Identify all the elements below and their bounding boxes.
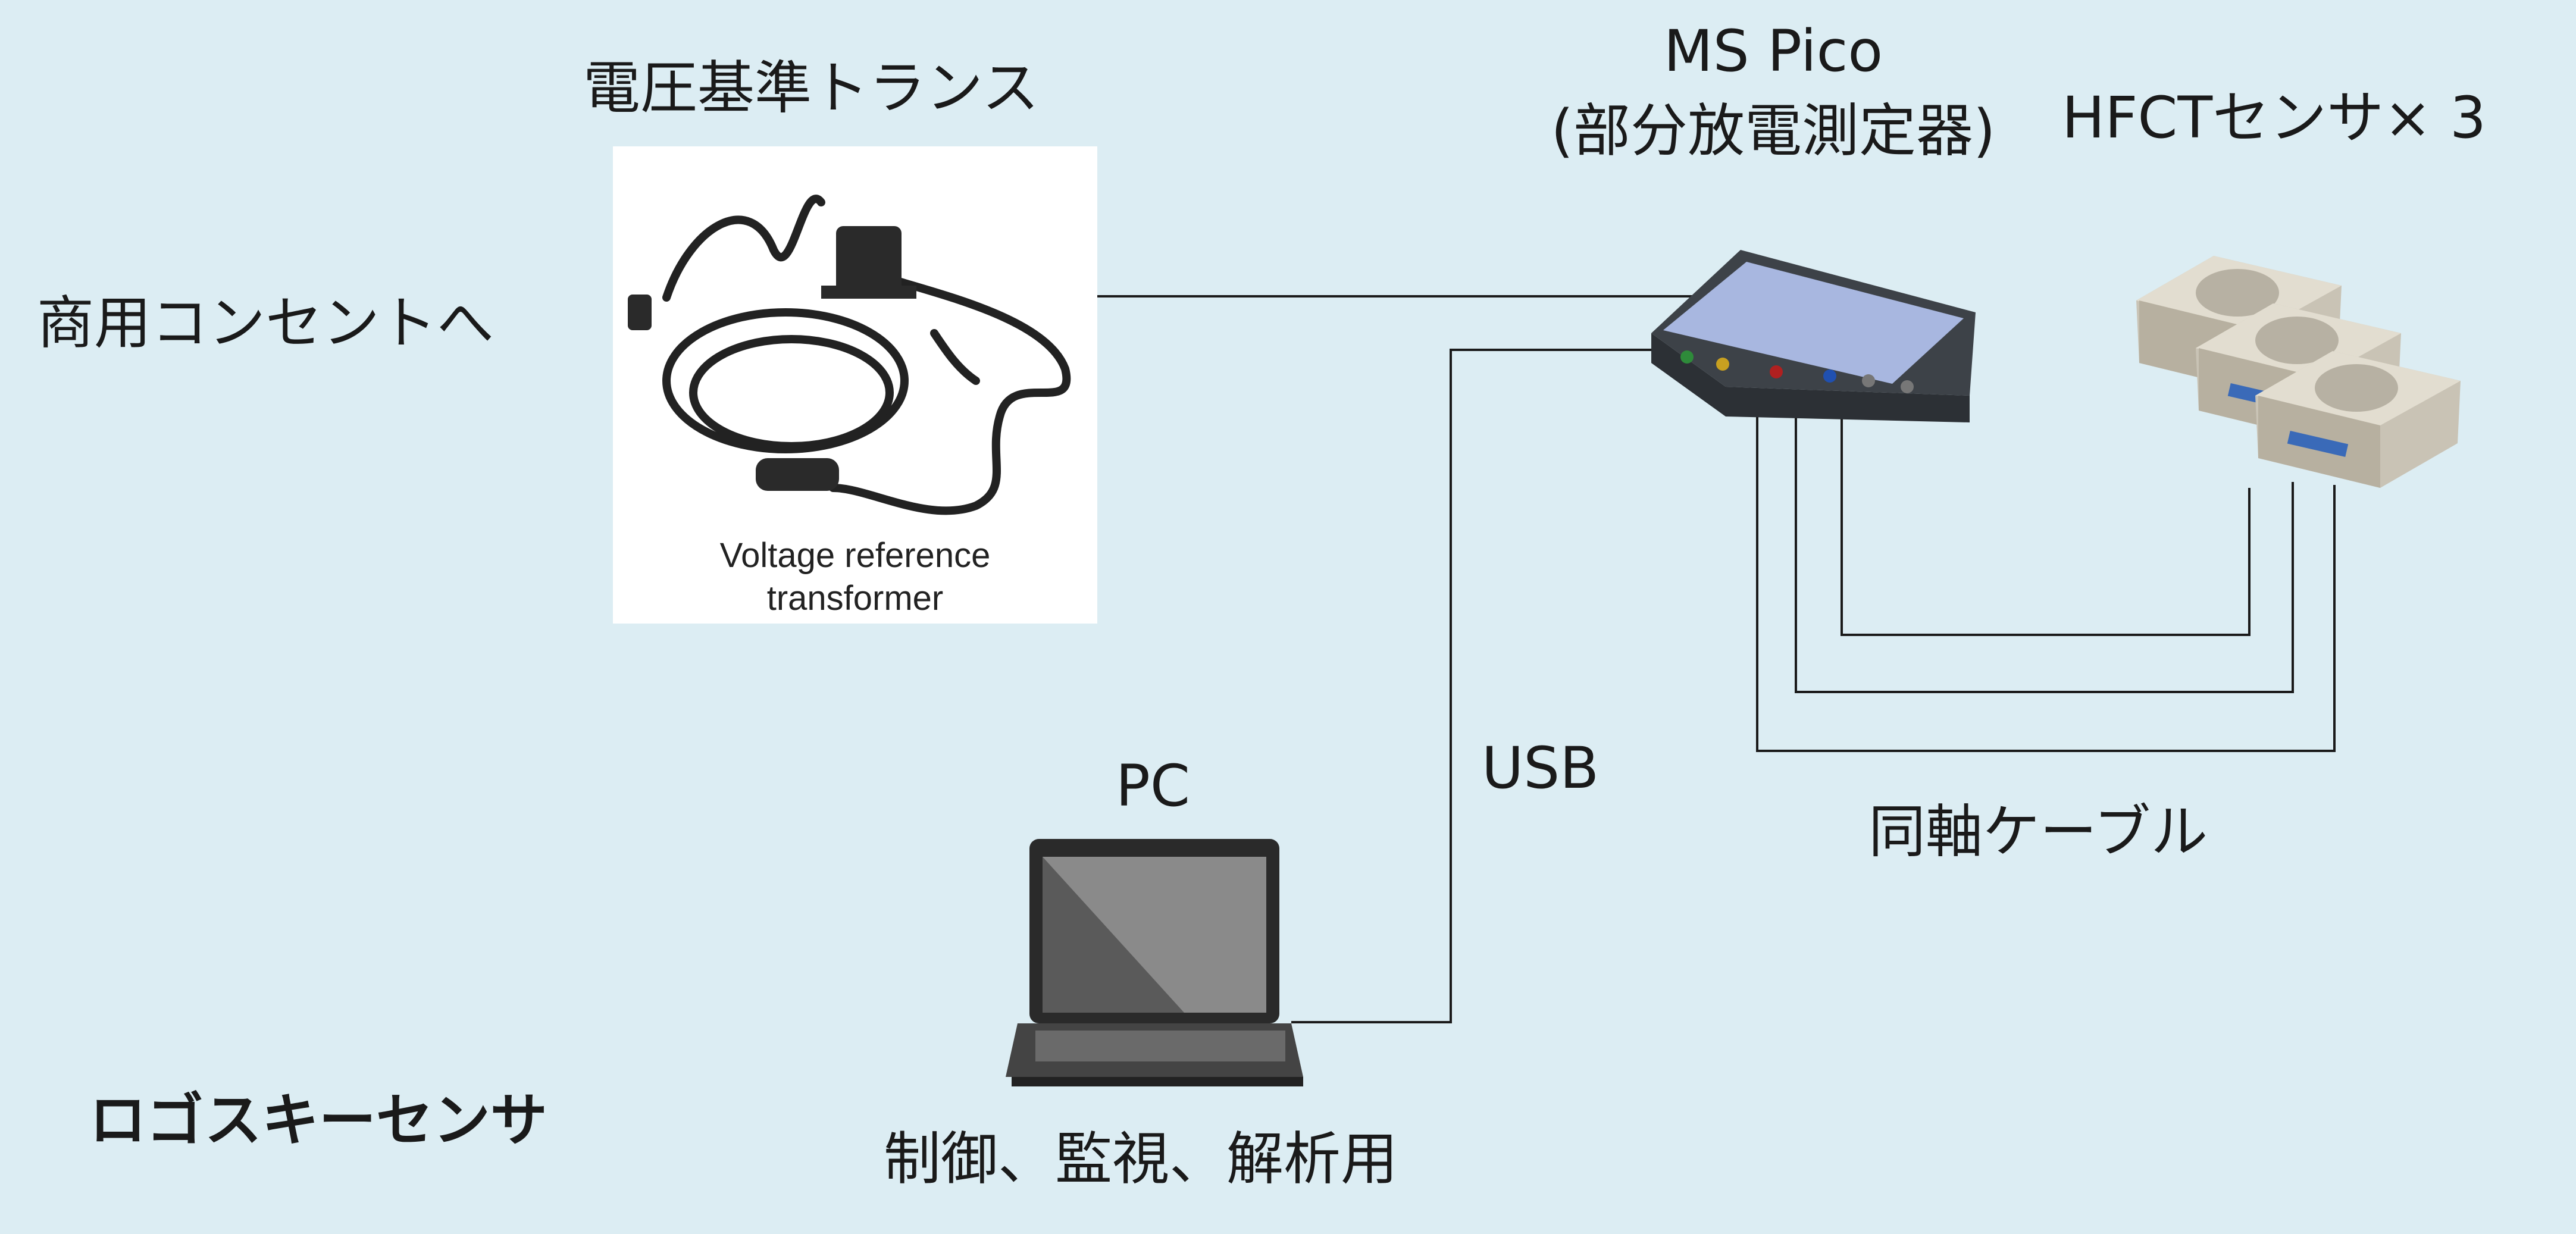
ms-pico-title: MS Pico (部分放電測定器) — [1523, 18, 2023, 167]
ms-pico-name: MS Pico — [1663, 18, 1883, 84]
coax-cable-2 — [1795, 394, 2294, 693]
transformer-title: 電圧基準トランス — [583, 55, 1040, 121]
rogowski-label: ロゴスキーセンサ — [89, 1087, 547, 1154]
transformer-caption-line2: transformer — [766, 579, 944, 618]
outlet-label: 商用コンセントへ — [37, 290, 494, 356]
hfct-sensor-3 — [2255, 351, 2461, 488]
usb-cable — [1291, 349, 1666, 1023]
pc-purpose-label: 制御、監視、解析用 — [884, 1126, 1398, 1192]
pc-laptop — [1006, 839, 1303, 1086]
coax-cable-1 — [1841, 394, 2251, 636]
hfct-sensors — [2136, 256, 2461, 488]
pc-label: PC — [1116, 753, 1190, 819]
coax-cable-3 — [1756, 394, 2336, 752]
coax-label: 同軸ケーブル — [1868, 798, 2208, 865]
transformer-caption-line1: Voltage reference — [719, 536, 991, 575]
ms-pico-device — [1651, 250, 1976, 422]
ms-pico-subtitle: (部分放電測定器) — [1551, 98, 1996, 164]
hfct-label: HFCTセンサ× 3 — [2062, 84, 2487, 151]
transformer-image — [628, 195, 1071, 515]
usb-label: USB — [1482, 735, 1600, 801]
transformer-caption: Voltage reference transformer — [613, 534, 1097, 620]
